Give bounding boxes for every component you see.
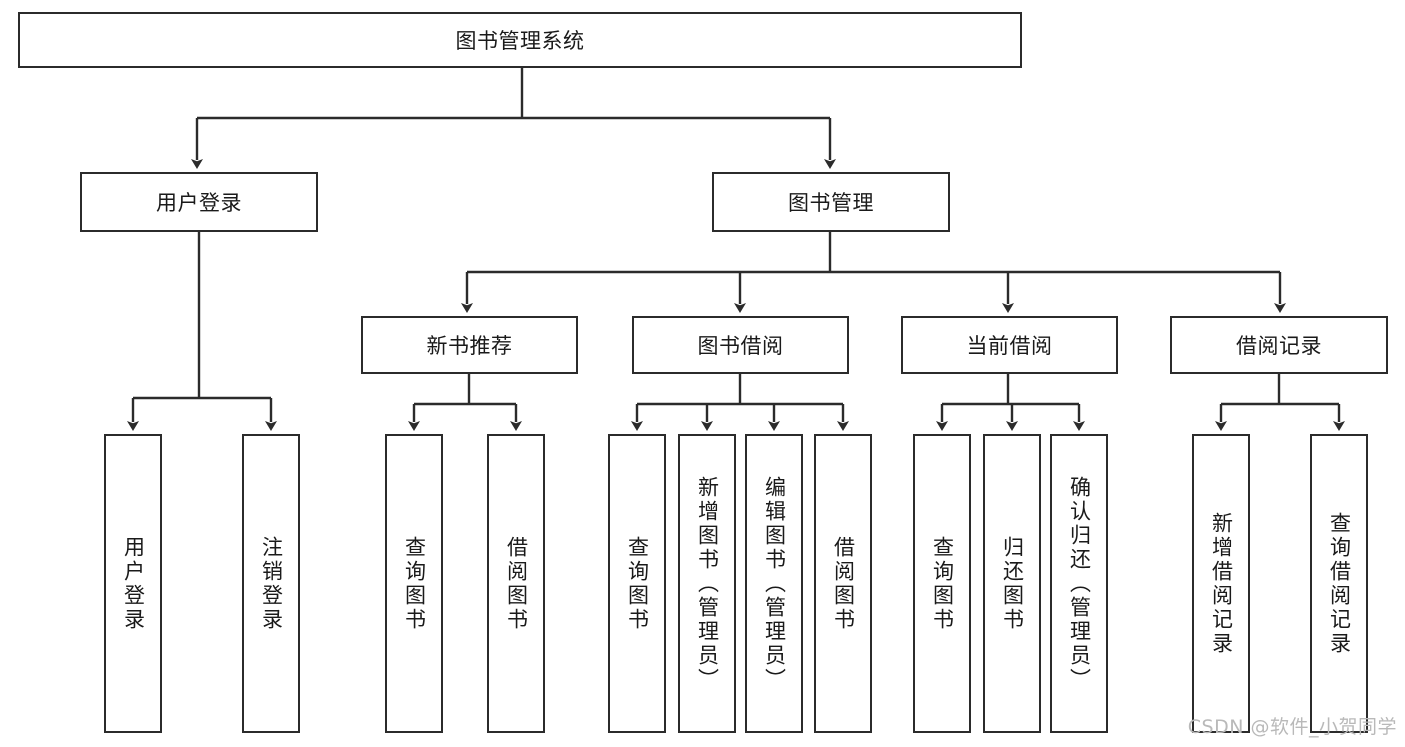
watermark-text: CSDN @软件_小贺同学 (1187, 716, 1397, 738)
leaf-borrow-book[interactable]: 借阅图书 (814, 434, 872, 733)
node-new-book-recommend-label: 新书推荐 (426, 334, 513, 358)
node-root-label: 图书管理系统 (455, 29, 585, 53)
leaf-edit-book-admin-label: 编辑图书（管理员） (762, 475, 787, 692)
node-borrow-record[interactable]: 借阅记录 (1170, 316, 1388, 374)
leaf-user-login[interactable]: 用户登录 (104, 434, 162, 733)
leaf-add-borrow-record[interactable]: 新增借阅记录 (1192, 434, 1250, 733)
node-book-management-label: 图书管理 (788, 191, 874, 215)
leaf-query-book-recommend[interactable]: 查询图书 (385, 434, 443, 733)
leaf-query-book-borrow-label: 查询图书 (625, 535, 650, 632)
leaf-add-borrow-record-label: 新增借阅记录 (1209, 511, 1234, 656)
node-new-book-recommend[interactable]: 新书推荐 (361, 316, 578, 374)
node-user-login-label: 用户登录 (156, 191, 242, 215)
leaf-query-book-current-label: 查询图书 (930, 535, 955, 632)
leaf-return-book-label: 归还图书 (1000, 535, 1025, 632)
leaf-query-book-borrow[interactable]: 查询图书 (608, 434, 666, 733)
leaf-logout[interactable]: 注销登录 (242, 434, 300, 733)
leaf-query-book-recommend-label: 查询图书 (402, 535, 427, 632)
leaf-query-borrow-record-label: 查询借阅记录 (1327, 511, 1352, 656)
node-book-borrow[interactable]: 图书借阅 (632, 316, 849, 374)
leaf-edit-book-admin[interactable]: 编辑图书（管理员） (745, 434, 803, 733)
node-book-management[interactable]: 图书管理 (712, 172, 950, 232)
leaf-confirm-return-admin-label: 确认归还（管理员） (1067, 475, 1092, 692)
node-root[interactable]: 图书管理系统 (18, 12, 1022, 68)
leaf-query-borrow-record[interactable]: 查询借阅记录 (1310, 434, 1368, 733)
leaf-confirm-return-admin[interactable]: 确认归还（管理员） (1050, 434, 1108, 733)
leaf-borrow-book-label: 借阅图书 (831, 535, 856, 632)
leaf-user-login-label: 用户登录 (121, 535, 146, 632)
leaf-borrow-book-recommend-label: 借阅图书 (504, 535, 529, 632)
node-current-borrow[interactable]: 当前借阅 (901, 316, 1118, 374)
node-current-borrow-label: 当前借阅 (966, 334, 1053, 358)
leaf-return-book[interactable]: 归还图书 (983, 434, 1041, 733)
node-borrow-record-label: 借阅记录 (1236, 334, 1322, 358)
leaf-add-book-admin-label: 新增图书（管理员） (695, 475, 720, 692)
node-user-login[interactable]: 用户登录 (80, 172, 318, 232)
leaf-add-book-admin[interactable]: 新增图书（管理员） (678, 434, 736, 733)
leaf-logout-label: 注销登录 (259, 535, 284, 632)
leaf-borrow-book-recommend[interactable]: 借阅图书 (487, 434, 545, 733)
leaf-query-book-current[interactable]: 查询图书 (913, 434, 971, 733)
node-book-borrow-label: 图书借阅 (697, 334, 784, 358)
